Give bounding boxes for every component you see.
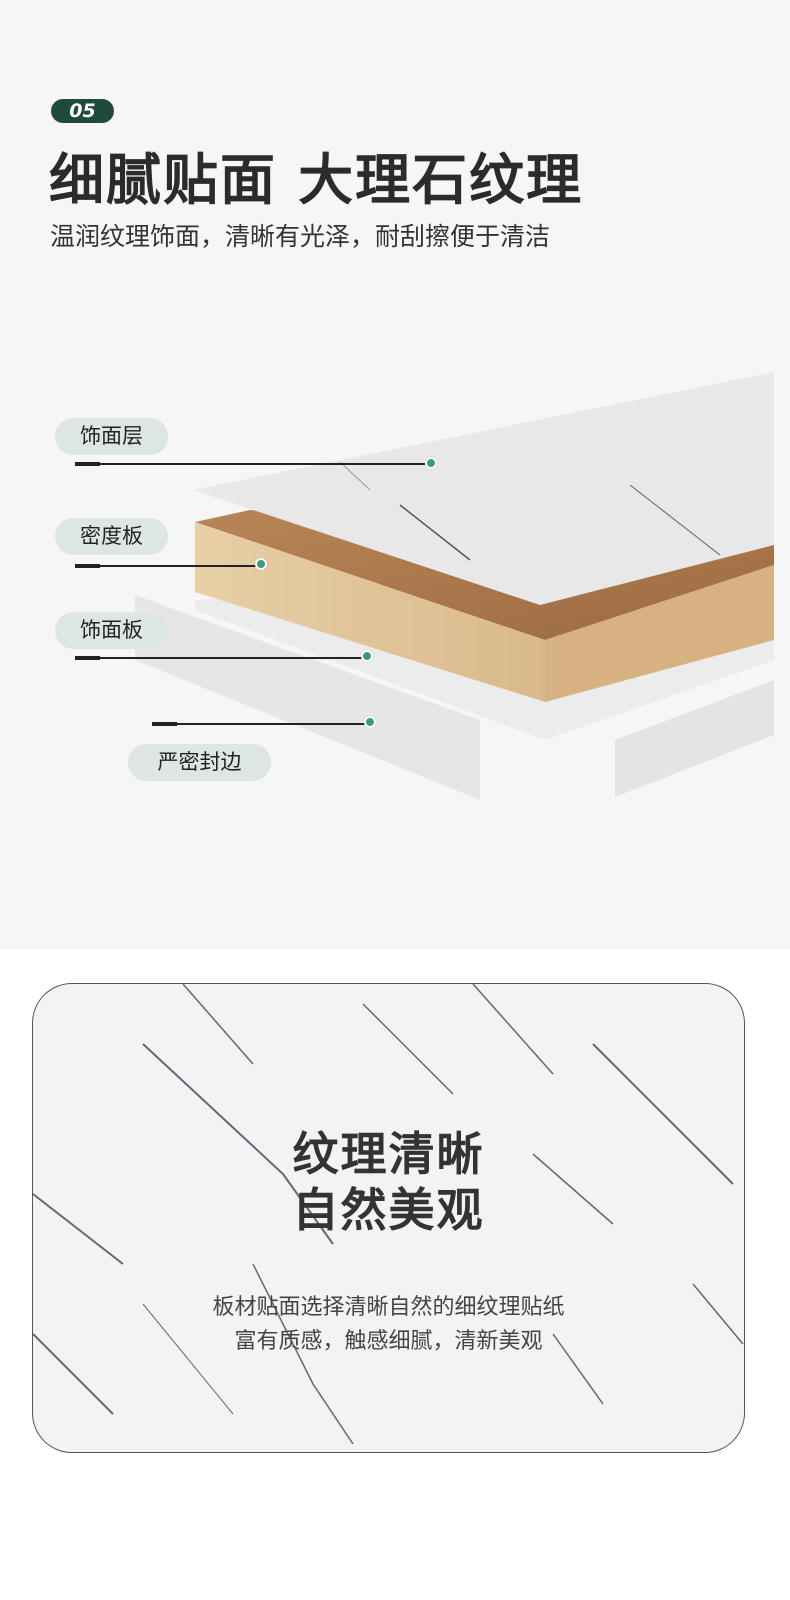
callout-line: [152, 722, 370, 726]
callout-dot: [364, 716, 376, 728]
layer-label-edge-sealing: 严密封边: [128, 744, 271, 781]
marble-veins: [33, 984, 744, 1445]
marble-texture-card: 纹理清晰 自然美观 板材贴面选择清晰自然的细纹理贴纸 富有质感，触感细腻，清新美…: [32, 983, 745, 1453]
layer-label-veneer-board: 饰面板: [55, 612, 168, 649]
page-title: 细腻贴面 大理石纹理: [49, 148, 584, 212]
top-veneer-sheet: [193, 372, 774, 605]
callout-dot: [361, 650, 373, 662]
callout-dot: [255, 558, 267, 570]
page-subtitle: 温润纹理饰面，清晰有光泽，耐刮擦便于清洁: [50, 222, 551, 251]
layer-label-mdf: 密度板: [55, 518, 168, 555]
card-description-line-1: 板材贴面选择清晰自然的细纹理贴纸: [212, 1295, 565, 1320]
board-layers-illustration: [135, 372, 774, 800]
card-description-line-2: 富有质感，触感细腻，清新美观: [234, 1329, 543, 1354]
card-title-line-2: 自然美观: [292, 1183, 485, 1237]
callout-line: [75, 564, 262, 568]
callout-line: [75, 656, 368, 660]
layer-label-veneer-layer: 饰面层: [55, 418, 168, 455]
callout-line: [75, 462, 432, 466]
card-title-line-1: 纹理清晰: [292, 1127, 485, 1181]
section-number-badge: 05: [51, 99, 114, 123]
callout-dot: [425, 457, 437, 469]
